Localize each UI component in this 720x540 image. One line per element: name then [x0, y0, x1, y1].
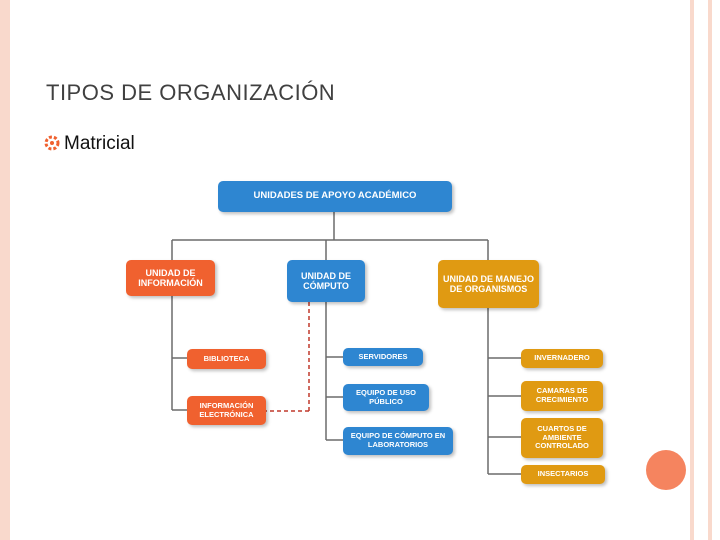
node-equipo-laboratorios: EQUIPO DE CÓMPUTO EN LABORATORIOS [343, 427, 453, 455]
node-informacion-electronica: INFORMACIÓN ELECTRÓNICA [187, 396, 266, 425]
node-biblioteca: BIBLIOTECA [187, 349, 266, 369]
accent-circle [646, 450, 686, 490]
slide-title: TIPOS DE ORGANIZACIÓN [46, 80, 336, 105]
node-invernadero: INVERNADERO [521, 349, 603, 368]
unit-computo: UNIDAD DE CÓMPUTO [287, 260, 365, 302]
node-cuartos-ambiente: CUARTOS DE AMBIENTE CONTROLADO [521, 418, 603, 458]
node-camaras-crecimiento: CAMARAS DE CRECIMIENTO [521, 381, 603, 411]
unit-informacion: UNIDAD DE INFORMACIÓN [126, 260, 215, 296]
right-decor-bar-outer [708, 0, 712, 540]
bullet-text: Matricial [64, 133, 135, 154]
right-decor-bar [690, 0, 694, 540]
node-insectarios: INSECTARIOS [521, 465, 605, 484]
root-node: UNIDADES DE APOYO ACADÉMICO [218, 181, 452, 212]
unit-organismos: UNIDAD DE MANEJO DE ORGANISMOS [438, 260, 539, 308]
bullet-icon [44, 135, 60, 151]
node-servidores: SERVIDORES [343, 348, 423, 366]
left-decor-bar [0, 0, 10, 540]
node-equipo-uso-publico: EQUIPO DE USO PÚBLICO [343, 384, 429, 411]
